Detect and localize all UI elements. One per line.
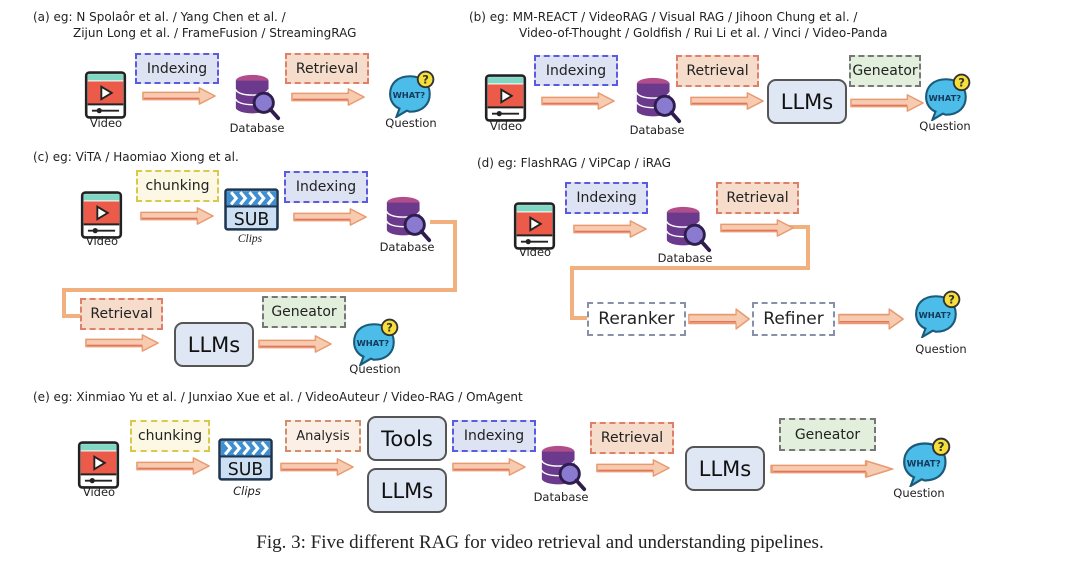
video-label: Video bbox=[85, 234, 119, 248]
arrow-icon bbox=[142, 87, 216, 105]
clips-icon bbox=[218, 438, 273, 481]
stage-chunking: chunking bbox=[136, 170, 219, 202]
arrow-icon bbox=[291, 88, 365, 106]
question-icon bbox=[924, 73, 972, 121]
figure-caption: Fig. 3: Five different RAG for video ret… bbox=[256, 532, 824, 553]
clips-icon bbox=[224, 188, 279, 231]
panel-b-header-line1: (b) eg: MM-REACT / VideoRAG / Visual RAG… bbox=[469, 10, 858, 24]
stage-indexing: Indexing bbox=[284, 171, 368, 203]
llms-box: LLMs bbox=[367, 468, 447, 513]
video-icon bbox=[483, 74, 528, 122]
database-icon bbox=[538, 443, 588, 493]
arrow-icon bbox=[838, 308, 904, 330]
llms-box-final: LLMs bbox=[685, 446, 765, 491]
stage-indexing: Indexing bbox=[534, 55, 618, 86]
video-label: Video bbox=[89, 116, 123, 130]
llms-box: LLMs bbox=[174, 322, 254, 367]
stage-indexing: Indexing bbox=[452, 420, 536, 452]
database-label: Database bbox=[533, 490, 589, 504]
arrow-icon bbox=[258, 335, 332, 353]
panel-a-header-line1: (a) eg: N Spolaôr et al. / Yang Chen et … bbox=[33, 10, 286, 24]
video-label: Video bbox=[489, 119, 523, 133]
database-icon bbox=[232, 72, 282, 122]
arrow-icon bbox=[850, 94, 924, 112]
arrow-icon bbox=[770, 460, 894, 478]
stage-generator: Geneator bbox=[849, 55, 921, 87]
arrow-icon bbox=[690, 92, 764, 110]
question-label: Question bbox=[915, 342, 967, 356]
arrow-icon bbox=[596, 459, 670, 477]
stage-generator: Geneator bbox=[262, 296, 346, 328]
llms-box: LLMs bbox=[767, 79, 847, 124]
database-label: Database bbox=[229, 121, 285, 135]
question-icon bbox=[388, 70, 436, 118]
database-icon bbox=[383, 194, 433, 244]
arrow-icon bbox=[140, 207, 214, 225]
question-icon bbox=[902, 437, 952, 487]
stage-analysis: Analysis bbox=[285, 420, 361, 452]
arrow-icon bbox=[688, 308, 750, 330]
video-icon bbox=[76, 441, 121, 489]
stage-indexing: Indexing bbox=[135, 53, 219, 84]
video-icon bbox=[79, 191, 124, 239]
database-label: Database bbox=[629, 123, 685, 137]
stage-reranker: Reranker bbox=[587, 302, 686, 336]
stage-retrieval: Retrieval bbox=[676, 55, 759, 87]
video-label: Video bbox=[82, 485, 116, 499]
panel-b-header-line2: Video-of-Thought / Goldfish / Rui Li et … bbox=[519, 26, 888, 40]
video-icon bbox=[512, 202, 557, 250]
panel-d-header: (d) eg: FlashRAG / ViPCap / iRAG bbox=[477, 156, 671, 170]
question-label: Question bbox=[893, 486, 945, 500]
database-icon bbox=[663, 204, 713, 254]
video-icon bbox=[83, 71, 128, 119]
arrow-icon bbox=[720, 219, 794, 237]
stage-retrieval: Retrieval bbox=[285, 53, 369, 84]
clips-label: Clips bbox=[237, 233, 263, 245]
tools-box: Tools bbox=[367, 416, 447, 461]
question-label: Question bbox=[385, 116, 437, 130]
video-label: Video bbox=[518, 245, 552, 259]
panel-c-header: (c) eg: ViTA / Haomiao Xiong et al. bbox=[33, 150, 239, 164]
question-label: Question bbox=[919, 119, 971, 133]
panel-a-header-line2: Zijun Long et al. / FrameFusion / Stream… bbox=[73, 26, 357, 40]
arrow-icon bbox=[85, 334, 159, 352]
stage-chunking: chunking bbox=[130, 420, 210, 452]
question-label: Question bbox=[349, 362, 401, 376]
panel-e-header: (e) eg: Xinmiao Yu et al. / Junxiao Xue … bbox=[33, 390, 523, 404]
database-label: Database bbox=[657, 251, 713, 265]
stage-retrieval: Retrieval bbox=[80, 298, 163, 330]
question-icon bbox=[914, 290, 962, 338]
stage-generator: Geneator bbox=[779, 418, 876, 451]
arrow-icon bbox=[280, 458, 354, 476]
stage-refiner: Refiner bbox=[752, 302, 835, 336]
arrow-icon bbox=[136, 457, 210, 475]
clips-label: Clips bbox=[233, 484, 261, 498]
arrow-icon bbox=[573, 220, 647, 238]
arrow-icon bbox=[541, 92, 615, 110]
stage-retrieval: Retrieval bbox=[716, 182, 799, 214]
stage-indexing: Indexing bbox=[565, 182, 648, 214]
arrow-icon bbox=[452, 458, 526, 476]
database-label: Database bbox=[379, 240, 435, 254]
arrow-icon bbox=[293, 208, 367, 226]
question-icon bbox=[352, 318, 400, 366]
stage-retrieval: Retrieval bbox=[590, 422, 674, 454]
